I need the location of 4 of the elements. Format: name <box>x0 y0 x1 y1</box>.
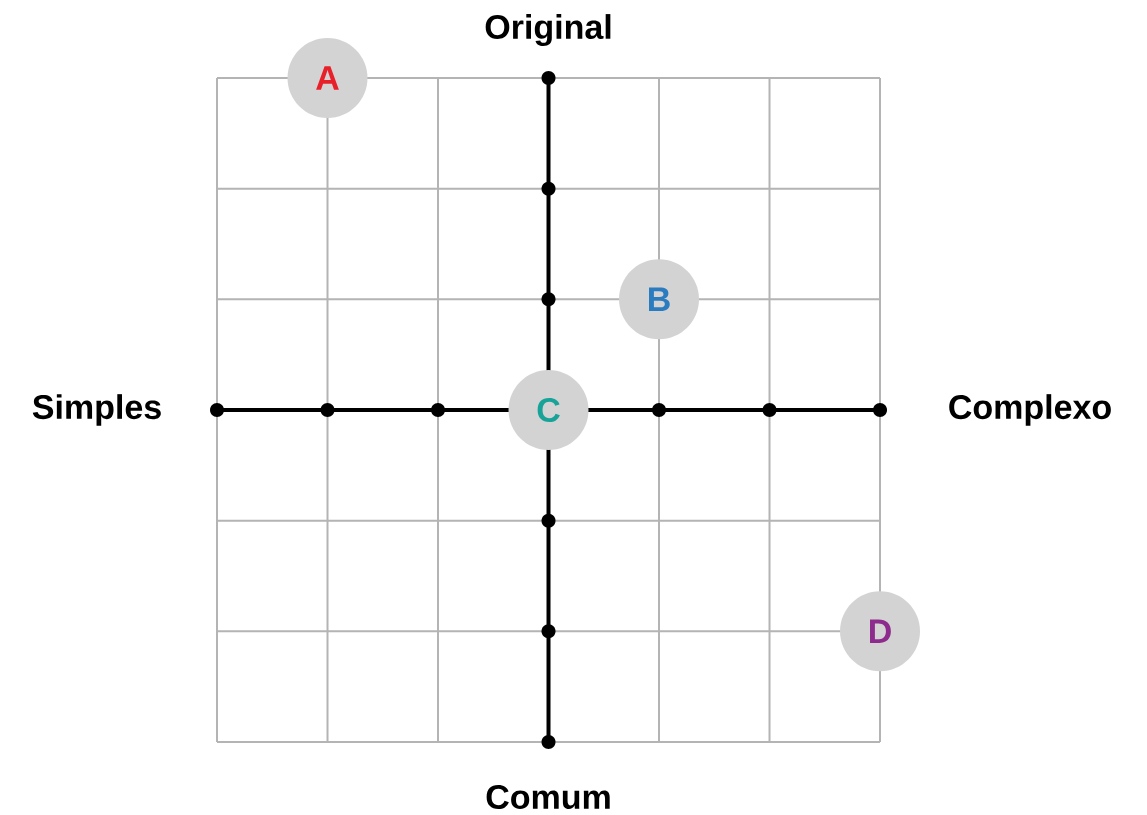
axis-label: Simples <box>32 394 161 426</box>
axis-label: Original <box>485 14 611 46</box>
axis-label: Complexo <box>949 394 1111 426</box>
axis-label: Comum <box>486 784 610 810</box>
